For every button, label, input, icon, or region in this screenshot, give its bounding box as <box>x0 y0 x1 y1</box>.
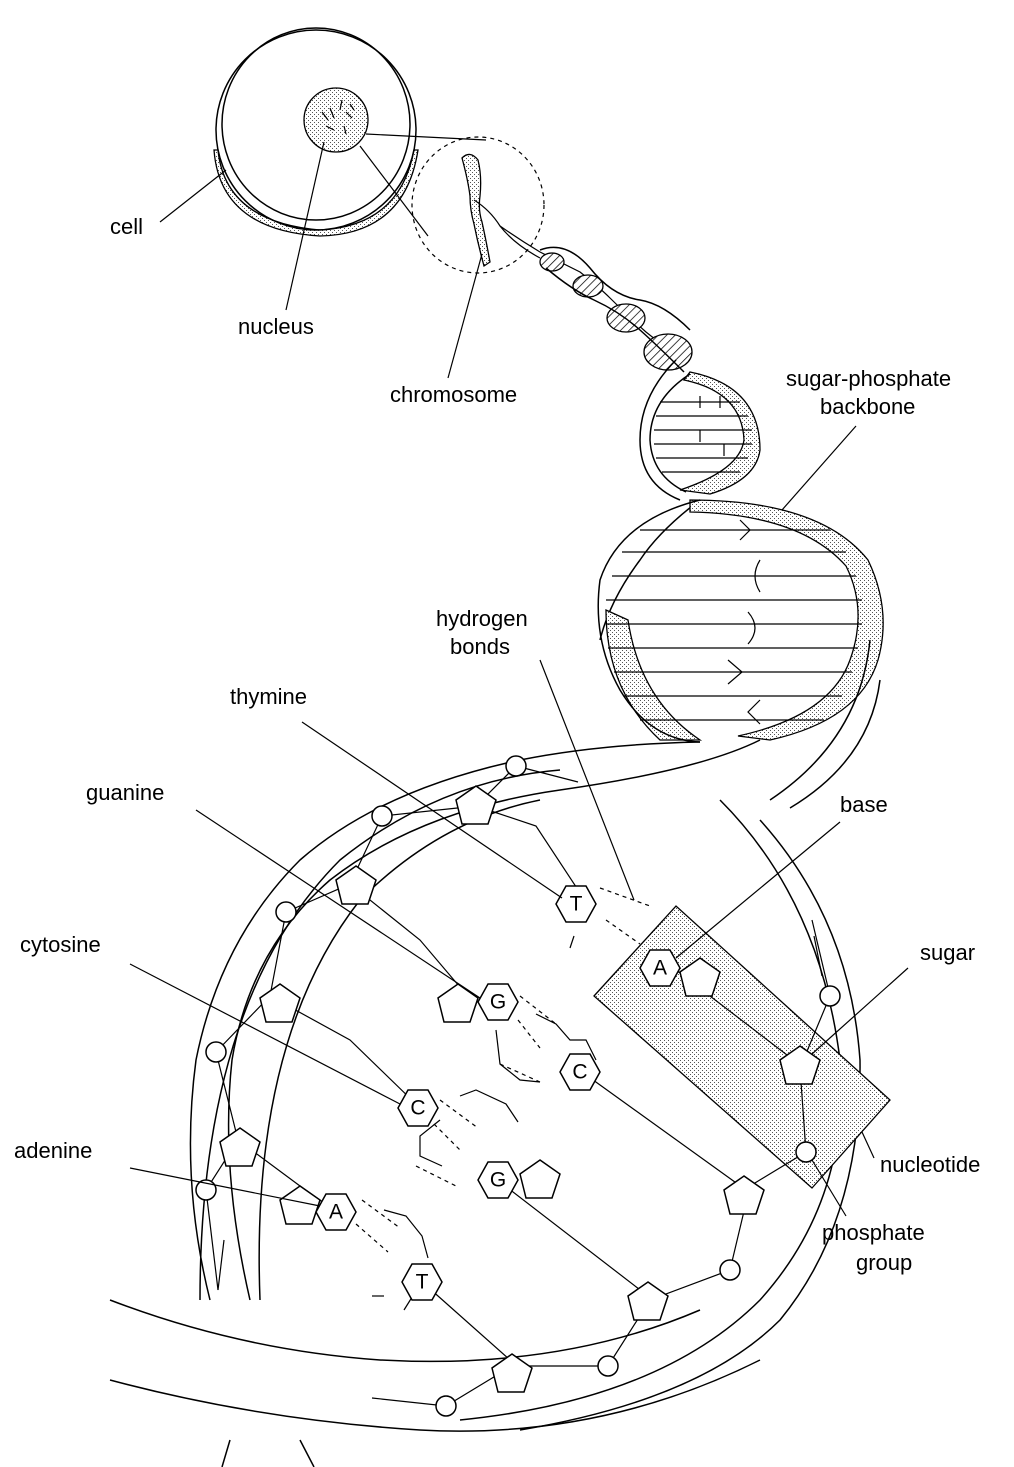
base-leader <box>676 822 840 958</box>
base-pair-1-right-letter: A <box>653 957 667 980</box>
label-thymine: thymine <box>230 684 307 709</box>
nucleotide-leader <box>862 1132 874 1158</box>
label-base: base <box>840 792 888 817</box>
nucleotide-highlight <box>594 906 890 1188</box>
base-pair-4-left-letter: A <box>329 1201 343 1224</box>
nucleus-shape <box>304 88 368 152</box>
label-sugar: sugar <box>920 940 975 965</box>
label-adenine: adenine <box>14 1138 92 1163</box>
base-pair-4: A T <box>316 1194 442 1300</box>
base-pair-4-right-letter: T <box>416 1271 429 1294</box>
label-nucleus: nucleus <box>238 314 314 339</box>
guanine-leader <box>196 810 480 998</box>
base-pair-2-left-letter: G <box>490 991 506 1014</box>
zoom-lines <box>360 134 486 236</box>
cell-leader <box>160 170 226 222</box>
backbone-leader <box>782 426 856 510</box>
base-pair-3-left-letter: C <box>410 1097 425 1120</box>
label-cytosine: cytosine <box>20 932 101 957</box>
chromosome-illustration <box>412 137 544 273</box>
medium-helix <box>600 360 760 640</box>
phosphate-group-circle <box>796 1142 816 1162</box>
cell-illustration <box>214 28 418 236</box>
chromosome-shape <box>462 154 490 266</box>
label-phosphate-line2: group <box>856 1250 912 1275</box>
base-pair-2-right-letter: C <box>572 1061 587 1084</box>
label-phosphate-line1: phosphate <box>822 1220 925 1245</box>
cell-wall-shading <box>214 150 418 236</box>
detailed-dna-ladder: T A G C C G A T <box>110 756 890 1467</box>
base-pair-1-left-letter: T <box>570 893 583 916</box>
chromosome-leader <box>448 254 482 378</box>
label-hbonds-line2: bonds <box>450 634 510 659</box>
label-backbone-line2: backbone <box>820 394 915 419</box>
label-nucleotide: nucleotide <box>880 1152 980 1177</box>
label-guanine: guanine <box>86 780 164 805</box>
label-hbonds-line1: hydrogen <box>436 606 528 631</box>
label-chromosome: chromosome <box>390 382 517 407</box>
label-backbone-line1: sugar-phosphate <box>786 366 951 391</box>
backbone-chain-left <box>206 766 586 1290</box>
base-pair-3-right-letter: G <box>490 1169 506 1192</box>
adenine-leader <box>130 1168 320 1206</box>
small-helix <box>500 226 692 372</box>
cytosine-leader <box>130 964 400 1104</box>
base-pair-3: C G <box>398 1090 518 1198</box>
label-cell: cell <box>110 214 143 239</box>
